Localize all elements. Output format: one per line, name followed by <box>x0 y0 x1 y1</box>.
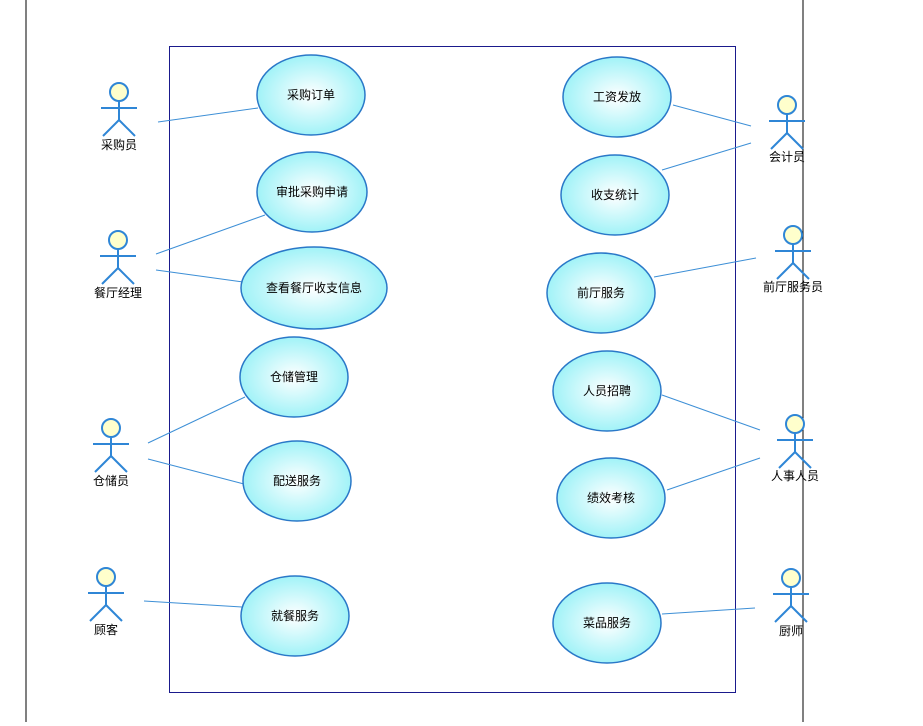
stick-figure-icon <box>88 567 124 622</box>
actor-label: 会计员 <box>769 150 805 164</box>
use-case-storage[interactable]: 仓储管理 <box>239 336 349 418</box>
actor-hr[interactable]: 人事人员 <box>771 414 819 483</box>
actor-front-waiter[interactable]: 前厅服务员 <box>763 225 823 294</box>
link-hr-recruit <box>661 394 761 431</box>
use-case-salary[interactable]: 工资发放 <box>562 56 672 138</box>
use-case-dish[interactable]: 菜品服务 <box>552 582 662 664</box>
actor-label: 采购员 <box>101 137 137 152</box>
use-case-dining[interactable]: 就餐服务 <box>240 575 350 657</box>
stick-figure-icon <box>777 414 813 469</box>
use-case-label: 就餐服务 <box>271 608 319 623</box>
actor-customer[interactable]: 顾客 <box>88 567 124 637</box>
stick-figure-icon <box>100 230 136 285</box>
link-chef-dish <box>661 607 756 615</box>
use-case-ellipse <box>552 350 662 432</box>
actor-label: 餐厅经理 <box>94 285 142 300</box>
use-case-label: 配送服务 <box>273 473 321 488</box>
use-case-ellipse <box>556 457 666 539</box>
use-case-label: 工资发放 <box>593 89 641 104</box>
use-case-label: 人员招聘 <box>583 384 631 398</box>
use-case-label: 审批采购申请 <box>276 184 348 199</box>
use-case-view-finance[interactable]: 查看餐厅收支信息 <box>240 246 388 330</box>
use-case-label: 仓储管理 <box>270 369 318 384</box>
use-case-ellipse <box>256 54 366 136</box>
use-case-label: 收支统计 <box>591 188 639 202</box>
use-case-ellipse <box>240 575 350 657</box>
link-accountant-salary <box>672 104 752 127</box>
link-warehouse-storage <box>147 396 246 444</box>
use-case-label: 菜品服务 <box>583 615 631 630</box>
stick-figure-icon <box>775 225 811 280</box>
associations <box>143 104 761 615</box>
use-case-delivery[interactable]: 配送服务 <box>242 440 352 522</box>
actor-label: 人事人员 <box>771 469 819 483</box>
actor-accountant[interactable]: 会计员 <box>769 95 805 164</box>
use-case-ellipse <box>552 582 662 664</box>
actor-label: 仓储员 <box>93 473 129 488</box>
link-manager-view-finance <box>155 269 244 283</box>
actor-label: 顾客 <box>94 622 118 637</box>
use-case-approve-purchase[interactable]: 审批采购申请 <box>256 151 368 233</box>
actor-label: 厨师 <box>779 624 803 638</box>
use-case-front-service[interactable]: 前厅服务 <box>546 252 656 334</box>
actor-label: 前厅服务员 <box>763 279 823 294</box>
use-case-recruit[interactable]: 人员招聘 <box>552 350 662 432</box>
use-case-label: 采购订单 <box>287 87 335 102</box>
use-case-stats[interactable]: 收支统计 <box>560 154 670 236</box>
use-case-label: 查看餐厅收支信息 <box>266 280 362 295</box>
actor-buyer[interactable]: 采购员 <box>101 82 137 152</box>
link-warehouse-delivery <box>147 458 245 485</box>
use-case-ellipse <box>242 440 352 522</box>
use-case-ellipse <box>256 151 368 233</box>
use-case-ellipse <box>562 56 672 138</box>
link-customer-dining <box>143 600 243 608</box>
link-accountant-stats <box>661 142 752 171</box>
stick-figure-icon <box>101 82 137 137</box>
link-front-front-service <box>653 257 757 278</box>
link-buyer-purchase-order <box>157 107 259 123</box>
use-case-ellipse <box>240 246 388 330</box>
use-case-label: 前厅服务 <box>577 285 625 300</box>
actor-manager[interactable]: 餐厅经理 <box>94 230 142 300</box>
stick-figure-icon <box>773 568 809 623</box>
use-case-ellipse <box>239 336 349 418</box>
link-hr-performance <box>666 457 761 491</box>
system-boundary <box>169 46 736 693</box>
use-case-performance[interactable]: 绩效考核 <box>556 457 666 539</box>
use-case-label: 绩效考核 <box>587 490 635 505</box>
use-case-ellipse <box>546 252 656 334</box>
stick-figure-icon <box>93 418 129 473</box>
use-case-purchase-order[interactable]: 采购订单 <box>256 54 366 136</box>
use-case-ellipse <box>560 154 670 236</box>
actor-warehouse[interactable]: 仓储员 <box>93 418 129 488</box>
actor-chef[interactable]: 厨师 <box>773 568 809 638</box>
stick-figure-icon <box>769 95 805 150</box>
link-manager-approve-purchase <box>155 214 266 255</box>
